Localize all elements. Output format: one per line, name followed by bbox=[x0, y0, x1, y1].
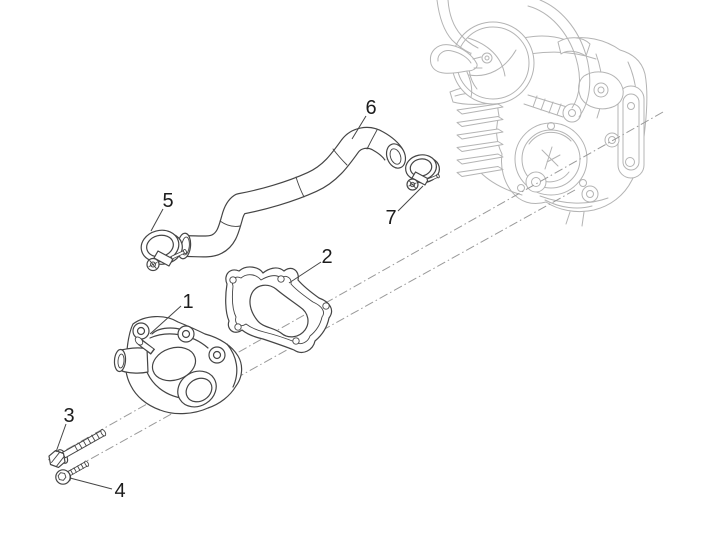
assembly-axis-1 bbox=[47, 111, 664, 461]
pump-outlet bbox=[177, 370, 217, 408]
engine-illustration bbox=[429, 0, 648, 227]
callout-label-5-hose-clamp-left: 5 bbox=[162, 190, 173, 212]
callout-label-2-gasket: 2 bbox=[321, 246, 332, 268]
part-hose-clamp-right bbox=[405, 154, 440, 191]
engine-cables bbox=[436, 0, 479, 54]
gasket-hole bbox=[234, 323, 242, 331]
hose-seam bbox=[366, 129, 378, 150]
hose-seam bbox=[219, 220, 241, 227]
engine-bottom-details bbox=[544, 185, 599, 227]
callout-label-7-hose-clamp-right: 7 bbox=[385, 207, 396, 229]
bolt-threads bbox=[70, 461, 88, 475]
pump-bypass-nipple bbox=[134, 336, 156, 355]
hose-seam bbox=[332, 148, 348, 166]
callout-leader-5 bbox=[150, 208, 164, 232]
callout-label-4-screw-short: 4 bbox=[114, 480, 125, 502]
part-bolt-short bbox=[55, 460, 90, 485]
callout-label-3-hex-bolt-long: 3 bbox=[63, 405, 74, 427]
callout-label-1-water-pump-body: 1 bbox=[182, 291, 193, 313]
bolt-hex-head bbox=[48, 450, 66, 468]
callout-leader-6 bbox=[351, 115, 367, 140]
part-gasket bbox=[225, 266, 333, 353]
engine-gear-housing bbox=[557, 37, 645, 179]
callout-label-6-hose: 6 bbox=[365, 97, 376, 119]
callout-leader-4 bbox=[69, 477, 113, 490]
part-water-pump bbox=[113, 316, 243, 415]
hose-seam bbox=[295, 176, 305, 198]
callout-leader-1 bbox=[149, 305, 182, 335]
part-hose bbox=[176, 126, 407, 260]
engine-fan-cover bbox=[451, 0, 591, 118]
pump-inlet-pipe bbox=[113, 347, 149, 374]
gasket-hole bbox=[292, 337, 300, 345]
callout-leader-3 bbox=[55, 423, 67, 453]
assembly-centerlines bbox=[47, 111, 664, 478]
gasket-hole bbox=[277, 275, 285, 283]
callout-leader-7 bbox=[397, 185, 424, 212]
part-bolt-long bbox=[48, 429, 107, 468]
gasket-hole bbox=[322, 302, 330, 310]
callout-leader-2 bbox=[288, 261, 322, 284]
engine-duct-cap bbox=[429, 44, 483, 98]
bolt-threads bbox=[74, 432, 100, 452]
callout-labels: 1 2 3 4 5 6 7 bbox=[55, 97, 424, 502]
gasket-hole bbox=[229, 276, 237, 284]
engine-cam-boss bbox=[523, 94, 582, 123]
part-hose-clamp-left bbox=[140, 229, 187, 272]
